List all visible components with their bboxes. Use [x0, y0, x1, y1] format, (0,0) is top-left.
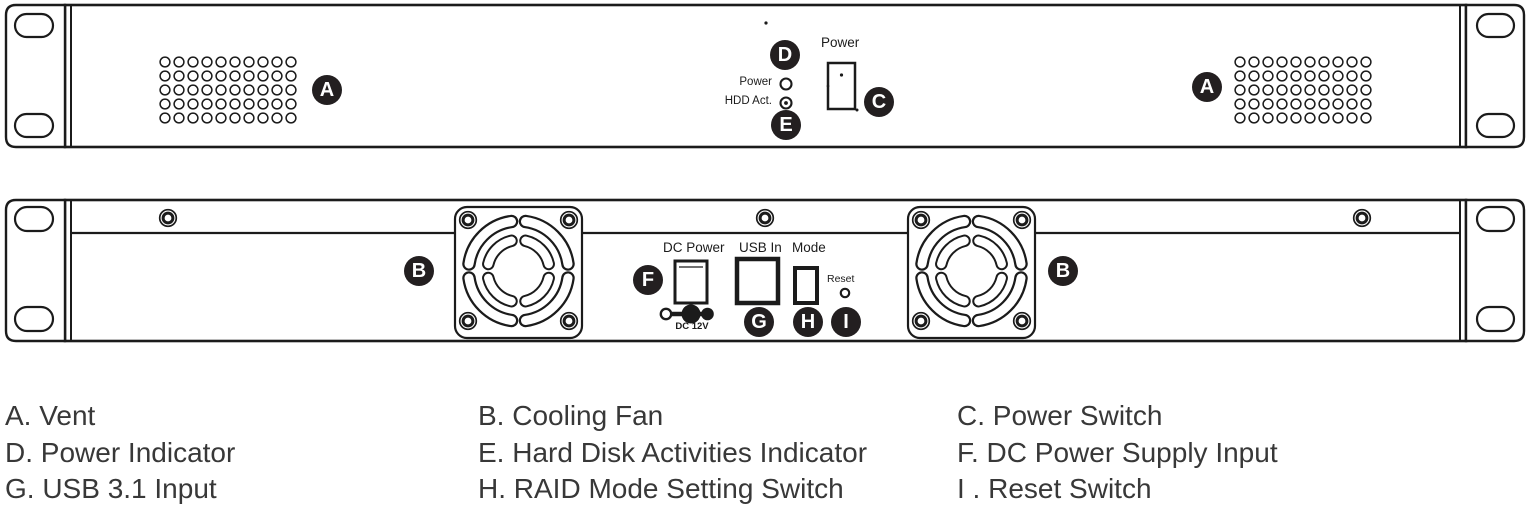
front-rack-ear-left: [4, 3, 67, 149]
callout-b-left: B: [404, 256, 434, 286]
legend-entry: I . Reset Switch: [957, 473, 1152, 505]
front-dot: [764, 21, 768, 25]
callout-c: C: [864, 87, 894, 117]
power-switch-label: Power: [821, 35, 860, 50]
legend-entry: E. Hard Disk Activities Indicator: [478, 436, 868, 468]
callout-a-left: A: [312, 75, 342, 105]
reset-label: Reset: [827, 273, 855, 285]
dc-power-port: [673, 259, 709, 305]
legend-column-1: A. Vent D. Power Indicator G. USB 3.1 In…: [5, 398, 235, 508]
callout-a-right: A: [1192, 72, 1222, 102]
power-led-label: Power: [739, 76, 772, 88]
legend-entry: A. Vent: [5, 400, 96, 431]
cooling-fans: [462, 214, 1028, 328]
legend-entry: B. Cooling Fan: [478, 400, 664, 431]
reset-hole: [839, 287, 851, 299]
front-panel-frame: [4, 3, 1526, 149]
mount-hole: [13, 12, 55, 39]
legend-entry: H. RAID Mode Setting Switch: [478, 473, 844, 505]
legend-column-3: C. Power Switch F. DC Power Supply Input…: [957, 398, 1278, 508]
callout-i: I: [831, 307, 861, 337]
callout-b-right: B: [1048, 256, 1078, 286]
mount-hole: [1475, 205, 1516, 233]
mount-hole: [13, 205, 55, 233]
callout-g: G: [744, 307, 774, 337]
callout-d: D: [770, 40, 800, 70]
legend-entry: G. USB 3.1 Input: [5, 473, 217, 505]
hdd-led-label: HDD Act.: [724, 95, 772, 107]
legend-column-2: B. Cooling Fan E. Hard Disk Activities I…: [478, 398, 867, 508]
front-rack-ear-right: [1464, 3, 1526, 149]
hdd-activity-led: [779, 96, 793, 110]
rear-rack-ear-right: [1464, 198, 1526, 343]
mount-hole: [13, 305, 55, 333]
usb-in-label: USB In: [739, 240, 782, 255]
rear-rack-ear-left: [4, 198, 67, 343]
vent-grid-left: [159, 56, 297, 124]
screws: [158, 208, 1372, 331]
power-led: [779, 77, 793, 91]
usb-port: [734, 256, 781, 306]
callout-e: E: [771, 110, 801, 140]
dc-power-label: DC Power: [663, 240, 725, 255]
vent-grid-right: [1234, 56, 1372, 124]
mount-hole: [13, 112, 55, 139]
dc-plug-icon: [659, 304, 714, 324]
callout-f: F: [633, 265, 663, 295]
mount-hole: [1475, 305, 1516, 333]
callout-h: H: [793, 307, 823, 337]
legend-entry: C. Power Switch: [957, 400, 1163, 431]
mount-hole: [1475, 112, 1516, 139]
legend: A. Vent D. Power Indicator G. USB 3.1 In…: [0, 398, 1535, 513]
mode-switch: [793, 266, 819, 305]
mode-label: Mode: [792, 240, 826, 255]
legend-entry: F. DC Power Supply Input: [957, 436, 1278, 468]
mount-hole: [1475, 12, 1516, 39]
dc-voltage-label: DC 12V: [675, 321, 709, 332]
power-switch: [826, 61, 859, 112]
legend-entry: D. Power Indicator: [5, 436, 236, 468]
